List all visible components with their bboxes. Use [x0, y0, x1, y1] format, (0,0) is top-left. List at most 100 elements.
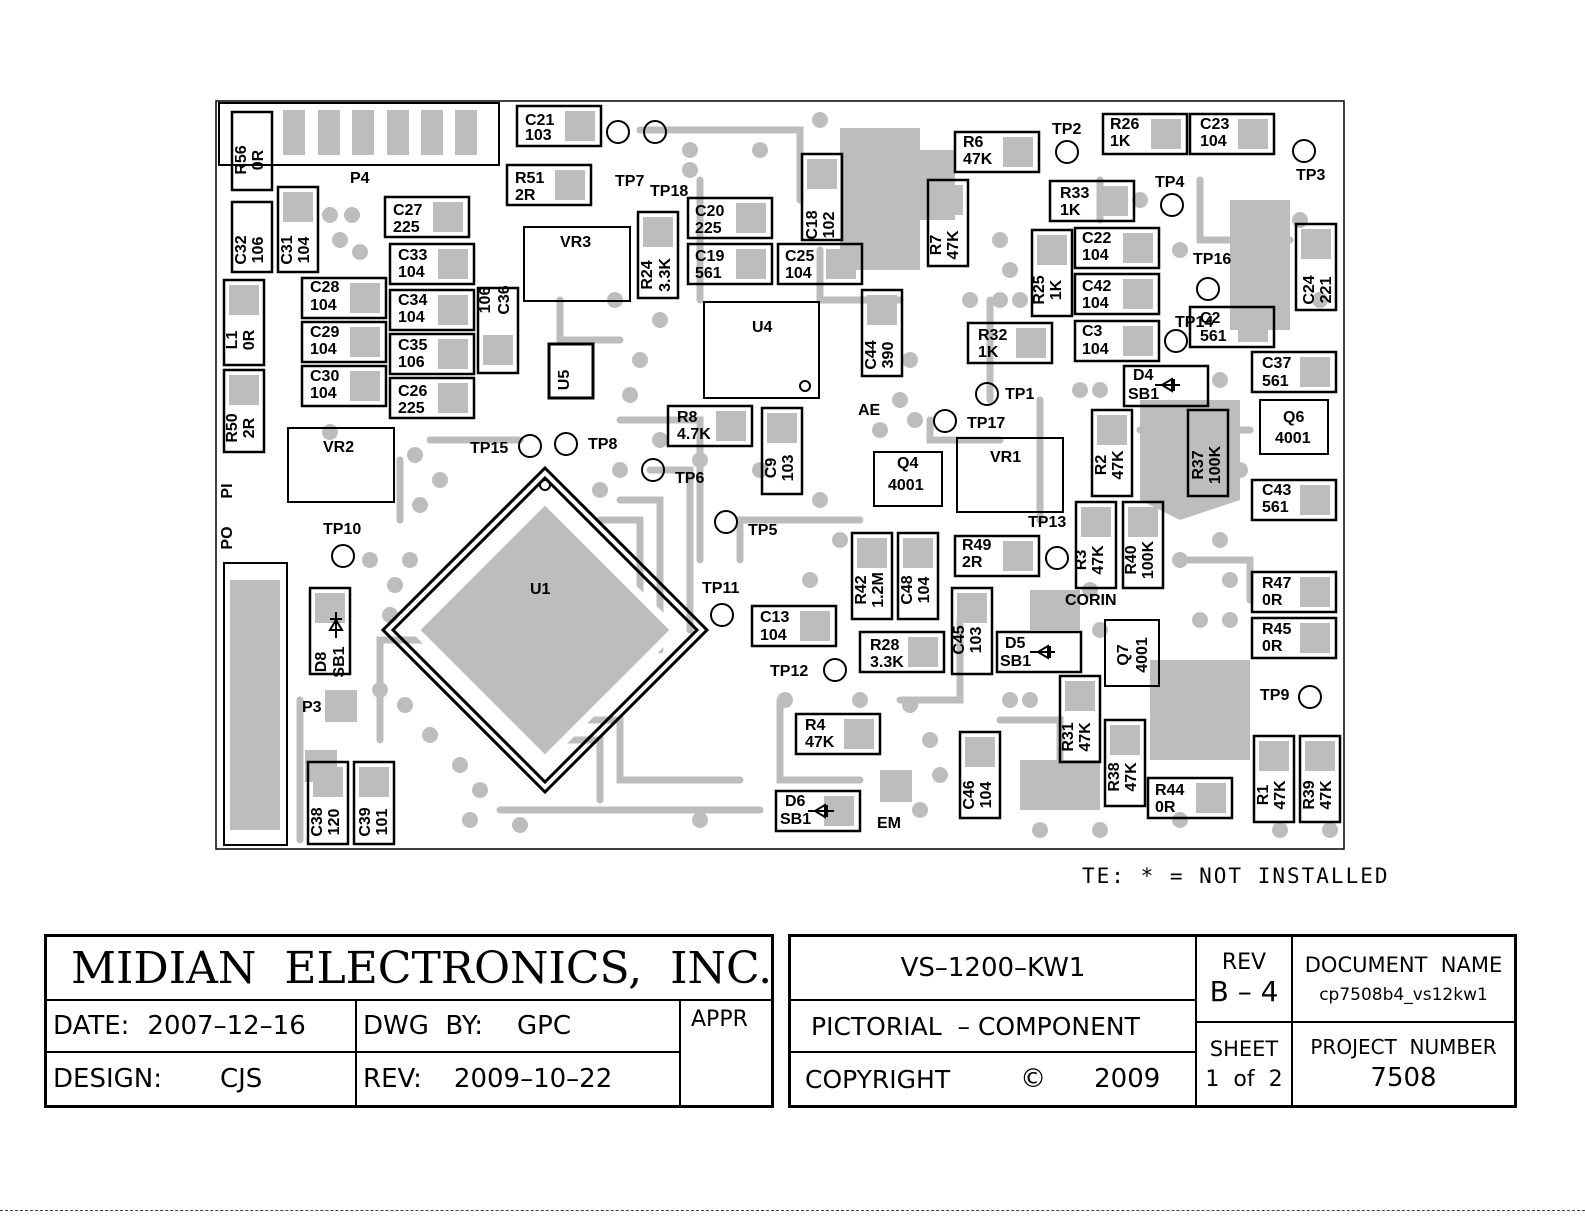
component-label-vertical: 100K	[1140, 540, 1157, 579]
component-label: VR1	[990, 449, 1021, 466]
component-label: D5	[1005, 635, 1026, 652]
via	[1082, 582, 1098, 598]
via	[1232, 692, 1248, 708]
component-label: C33	[398, 247, 427, 264]
component-label-vertical: R7	[928, 235, 945, 256]
component-label: SB1	[1128, 386, 1159, 403]
component-label: 225	[695, 220, 722, 237]
component-label: 104	[398, 309, 425, 326]
via	[1192, 612, 1208, 628]
component-label: 0R	[1155, 799, 1176, 816]
component-label: R8	[677, 409, 698, 426]
component-label: SB1	[780, 811, 811, 828]
test-point-pad	[1164, 329, 1188, 353]
component-label-vertical: 103	[780, 455, 797, 482]
test-point-pad	[1160, 193, 1184, 217]
test-point-pad	[331, 544, 355, 568]
via	[752, 142, 768, 158]
via	[1092, 822, 1108, 838]
appr-cell: APPR	[681, 1001, 771, 1105]
component-label-vertical: 47K	[1123, 762, 1140, 792]
date-cell: DATE: 2007–12–16	[47, 1001, 357, 1053]
test-point-pad	[714, 510, 738, 534]
component-label-vertical: R2	[1093, 455, 1110, 476]
project-cell: PROJECT NUMBER 7508	[1293, 1023, 1514, 1105]
component-label: C42	[1082, 278, 1111, 295]
sheet-value: 1 of 2	[1205, 1066, 1283, 1092]
rev-value: 2009–10–22	[453, 1064, 613, 1094]
title-block-right: VS–1200–KW1 PICTORIAL – COMPONENT COPYRI…	[788, 934, 1517, 1108]
test-point-pad	[1196, 277, 1220, 301]
component-label: C23	[1200, 116, 1229, 133]
component-label: R4	[805, 717, 826, 734]
via	[422, 727, 438, 743]
via	[832, 532, 848, 548]
component-label: C26	[398, 383, 427, 400]
component-label: 561	[1262, 373, 1289, 390]
model-cell: VS–1200–KW1	[791, 937, 1197, 1001]
component-label: TP1	[1005, 386, 1034, 403]
via	[752, 462, 768, 478]
header-p4-pads	[283, 110, 477, 155]
component-label-vertical: R56	[233, 145, 250, 174]
component-label-vertical: R3	[1073, 550, 1090, 571]
via	[332, 232, 348, 248]
component-label-vertical: C46	[961, 780, 978, 809]
rev-date-cell: REV: 2009–10–22	[357, 1053, 681, 1105]
component-label-vertical: 47K	[1077, 722, 1094, 752]
component-label: TP4	[1155, 174, 1184, 191]
copyright-symbol: ©	[1020, 1064, 1047, 1094]
component-label-vertical: R39	[1301, 780, 1318, 809]
copyright-year: 2009	[1094, 1064, 1161, 1094]
via	[1022, 692, 1038, 708]
header-p3	[223, 562, 288, 846]
design-label: DESIGN:	[53, 1064, 162, 1094]
copper-fills	[230, 128, 1290, 830]
component-label: TP18	[650, 183, 688, 200]
via	[777, 692, 793, 708]
via	[902, 697, 918, 713]
docname-heading: DOCUMENT NAME	[1304, 953, 1503, 977]
model-number: VS–1200–KW1	[900, 953, 1086, 983]
component-label: 0R	[1262, 638, 1283, 655]
component-label: 104	[398, 264, 425, 281]
via	[1172, 552, 1188, 568]
via	[512, 817, 528, 833]
via	[912, 802, 928, 818]
via	[852, 692, 868, 708]
component-label: 1K	[978, 344, 999, 361]
component-label-vertical: 3.3K	[657, 258, 674, 292]
chip-u1	[380, 465, 710, 795]
copyright-cell: COPYRIGHT © 2009	[791, 1053, 1197, 1105]
component-label-vertical: C44	[863, 340, 880, 369]
desc-cell: PICTORIAL – COMPONENT	[791, 1001, 1197, 1053]
component-label-vertical: R31	[1060, 722, 1077, 751]
component-label-vertical: 104	[296, 237, 313, 264]
component-label: R32	[978, 327, 1007, 344]
component-label-vertical: 0R	[241, 329, 258, 350]
component-label-vertical: PI	[219, 483, 236, 498]
component-label: C20	[695, 203, 724, 220]
component-label: R28	[870, 637, 899, 654]
via	[872, 422, 888, 438]
via	[682, 162, 698, 178]
via	[1092, 382, 1108, 398]
diode-symbols	[328, 377, 1180, 819]
test-point-pad	[710, 603, 734, 627]
component-label: TP13	[1028, 514, 1066, 531]
via	[1322, 822, 1338, 838]
design-value: CJS	[219, 1064, 263, 1094]
via	[407, 447, 423, 463]
component-label-vertical: D8	[313, 652, 330, 673]
large-parts	[287, 226, 1329, 687]
component-label-vertical: 4001	[1134, 637, 1151, 673]
component-label: 104	[310, 341, 337, 358]
component-label-vertical: R25	[1031, 275, 1048, 304]
dwg-label: DWG BY:	[363, 1011, 484, 1041]
dwg-value: GPC	[517, 1011, 571, 1041]
component-label: C43	[1262, 482, 1291, 499]
component-label-vertical: C39	[357, 807, 374, 836]
component-label: 104	[1082, 341, 1109, 358]
via	[412, 497, 428, 513]
